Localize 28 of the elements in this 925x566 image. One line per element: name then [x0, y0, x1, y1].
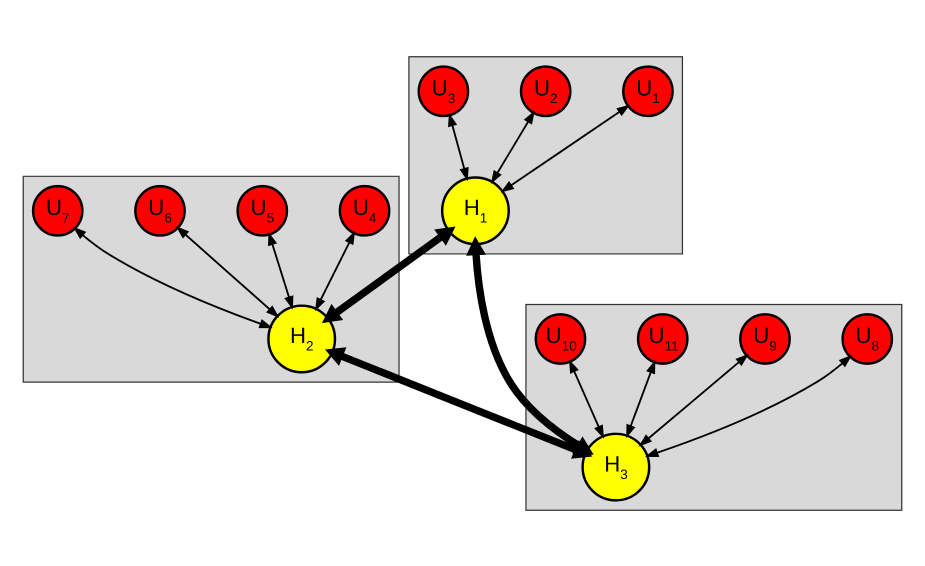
node-circle: U$_{3}$ — [418, 64, 470, 117]
node-circle: U$_{5}$ — [236, 184, 288, 236]
node-circle: U$_{4}$ — [338, 184, 390, 236]
node-circle: U$_{2}$ — [520, 64, 572, 117]
cluster — [525, 303, 902, 510]
arrow — [448, 112, 469, 181]
arrow — [268, 231, 294, 310]
arrow — [500, 104, 630, 192]
arrow — [314, 230, 356, 311]
cluster — [22, 175, 400, 382]
arrow — [490, 110, 535, 184]
node-circle: H$_{1}$ — [440, 176, 510, 245]
arrow — [72, 226, 273, 328]
arrow — [644, 354, 852, 456]
node-circle: U$_{1}$ — [622, 64, 674, 117]
arrow — [176, 226, 280, 318]
node-circle: U$_{8}$ — [841, 312, 894, 364]
node-circle: U$_{9}$ — [739, 312, 791, 364]
node-circle: U$_{10}$ — [534, 312, 586, 364]
arrow — [568, 359, 604, 438]
node-circle: U$_{6}$ — [134, 184, 186, 236]
node-circle: H$_{3}$ — [581, 432, 650, 502]
node-circle: U$_{7}$ — [32, 184, 84, 236]
arrow — [626, 360, 656, 438]
node-circle: U$_{11}$ — [636, 312, 689, 364]
arrow — [325, 346, 592, 458]
arrow — [322, 226, 456, 323]
arrow — [638, 353, 749, 446]
